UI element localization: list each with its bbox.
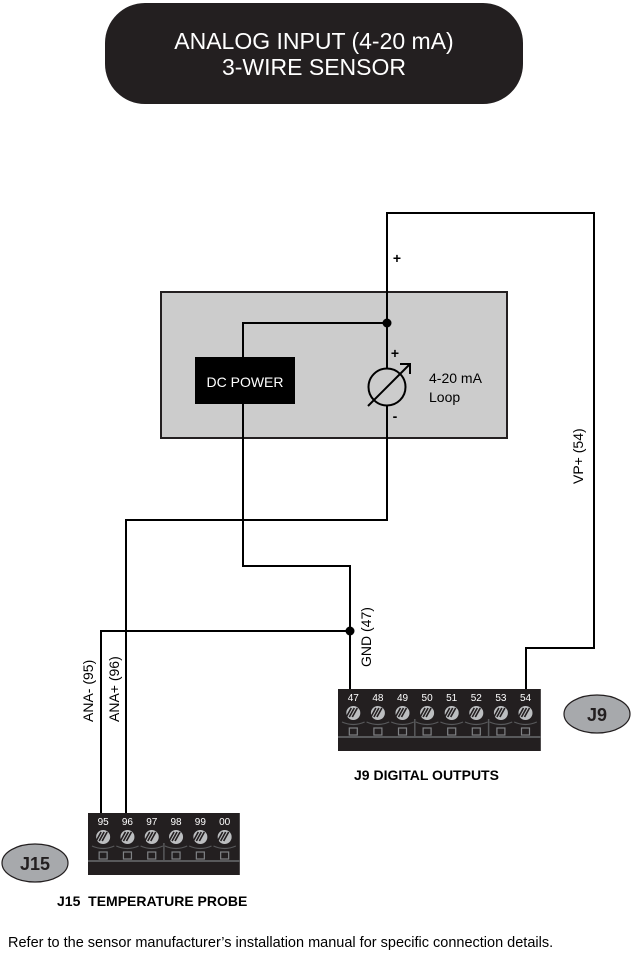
j15-terminal-number: 00 bbox=[219, 817, 231, 828]
j15-screw-icon[interactable] bbox=[119, 829, 136, 845]
footer-note: Refer to the sensor manufacturer’s insta… bbox=[8, 935, 554, 951]
j9-slot-arc bbox=[489, 721, 513, 726]
supply-plus-sign: + bbox=[393, 250, 401, 266]
j9-slot-arc bbox=[464, 721, 488, 726]
j15-screw-icon[interactable] bbox=[143, 829, 160, 845]
dc-power-label: DC POWER bbox=[207, 374, 284, 390]
j9-wire-entry bbox=[422, 727, 432, 736]
j15-rail bbox=[88, 860, 240, 862]
j9-screw-icon[interactable] bbox=[443, 705, 460, 721]
j9-slot-arc bbox=[390, 721, 415, 726]
j9-terminal-number: 48 bbox=[372, 693, 384, 704]
loop-label-line-2: Loop bbox=[429, 389, 460, 405]
j9-screw-icon[interactable] bbox=[468, 705, 485, 721]
j15-slot-arc bbox=[91, 845, 115, 850]
loop-minus-sign: - bbox=[393, 408, 398, 424]
j15-screw-icon[interactable] bbox=[192, 829, 209, 845]
j9-wire-entry bbox=[348, 727, 358, 736]
j9-terminal-number: 51 bbox=[446, 693, 458, 704]
j15-terminal-number: 95 bbox=[98, 817, 110, 828]
j15-terminal-number: 98 bbox=[170, 817, 182, 828]
title-line-2: 3-WIRE SENSOR bbox=[221, 53, 407, 80]
j9-slot-arc bbox=[440, 721, 464, 726]
current-loop-icon bbox=[367, 363, 411, 407]
j15-screw-icon[interactable] bbox=[216, 829, 233, 845]
wire-ana-minus bbox=[100, 630, 350, 814]
j9-wire-entry bbox=[520, 727, 531, 736]
j15-terminal-number: 96 bbox=[122, 817, 134, 828]
j9-rail bbox=[338, 736, 541, 738]
j15-terminal-block: 95 96 97 98 99 00 bbox=[88, 813, 240, 875]
j9-terminal-block: 47 48 49 50 51 52 53 54 bbox=[338, 689, 541, 751]
j15-slot-arc bbox=[188, 845, 212, 850]
j9-screw-icon[interactable] bbox=[517, 705, 534, 721]
j15-wire-entry bbox=[98, 851, 108, 860]
vp-plus-label: VP+ (54) bbox=[570, 428, 586, 484]
j9-wire-entry bbox=[397, 727, 408, 736]
j9-screw-icon[interactable] bbox=[492, 705, 509, 721]
j9-wire-entry bbox=[496, 727, 506, 736]
j15-screw-icon[interactable] bbox=[95, 829, 112, 845]
junction-dot-power bbox=[382, 318, 392, 328]
j15-wire-entry bbox=[147, 851, 157, 860]
j15-caption: J15 TEMPERATURE PROBE bbox=[57, 893, 248, 909]
ana-plus-label: ANA+ (96) bbox=[106, 656, 122, 722]
j9-screw-icon[interactable] bbox=[394, 705, 411, 721]
j15-slot-arc bbox=[164, 845, 188, 850]
j9-wire-entry bbox=[447, 727, 457, 736]
wire-ana-plus bbox=[125, 406, 388, 814]
j15-slot-arc bbox=[140, 845, 164, 850]
j15-terminal-number: 97 bbox=[146, 817, 158, 828]
j9-terminal-number: 50 bbox=[422, 693, 434, 704]
ana-minus-label: ANA- (95) bbox=[80, 660, 96, 722]
j9-caption: J9 DIGITAL OUTPUTS bbox=[354, 767, 499, 783]
j9-terminal-number: 52 bbox=[471, 693, 483, 704]
j15-wire-entry bbox=[220, 851, 230, 860]
j9-wire-entry bbox=[471, 727, 481, 736]
j15-wire-entry bbox=[122, 851, 133, 860]
j9-slot-arc bbox=[366, 721, 390, 726]
j9-badge-label: J9 bbox=[587, 705, 607, 725]
j9-terminal-number: 54 bbox=[520, 693, 532, 704]
j9-block-body bbox=[338, 689, 541, 751]
dc-power-block bbox=[195, 357, 295, 404]
j9-wire-entry bbox=[373, 727, 383, 736]
j15-wire-entry bbox=[171, 851, 181, 860]
j15-badge-label: J15 bbox=[20, 854, 50, 874]
gnd-label: GND (47) bbox=[358, 607, 374, 667]
j9-terminal-number: 49 bbox=[397, 693, 409, 704]
title-line-1: ANALOG INPUT (4-20 mA) bbox=[174, 27, 454, 54]
wire-gnd bbox=[242, 403, 351, 690]
j15-terminal-number: 99 bbox=[195, 817, 207, 828]
wire-power-positive bbox=[242, 322, 387, 358]
j15-wire-entry bbox=[195, 851, 205, 860]
j9-screw-icon[interactable] bbox=[345, 705, 362, 721]
wire-vp-plus bbox=[386, 212, 595, 690]
j15-screw-icon[interactable] bbox=[168, 829, 185, 845]
j9-slot-arc bbox=[341, 721, 365, 726]
loop-plus-sign: + bbox=[391, 345, 399, 361]
j9-badge bbox=[563, 694, 631, 734]
j15-slot-arc bbox=[213, 845, 237, 850]
j9-terminal-number: 47 bbox=[348, 693, 360, 704]
j15-slot-arc bbox=[116, 845, 139, 850]
junction-dot-gnd bbox=[345, 626, 355, 636]
loop-label-line-1: 4-20 mA bbox=[429, 370, 483, 386]
j9-slot-arc bbox=[415, 721, 439, 726]
j9-screw-icon[interactable] bbox=[419, 705, 436, 721]
j9-terminal-number: 53 bbox=[495, 693, 507, 704]
j9-slot-arc bbox=[513, 721, 538, 726]
j9-screw-icon[interactable] bbox=[369, 705, 386, 721]
title-banner: ANALOG INPUT (4-20 mA) 3-WIRE SENSOR bbox=[105, 3, 523, 104]
j15-badge bbox=[1, 843, 69, 883]
